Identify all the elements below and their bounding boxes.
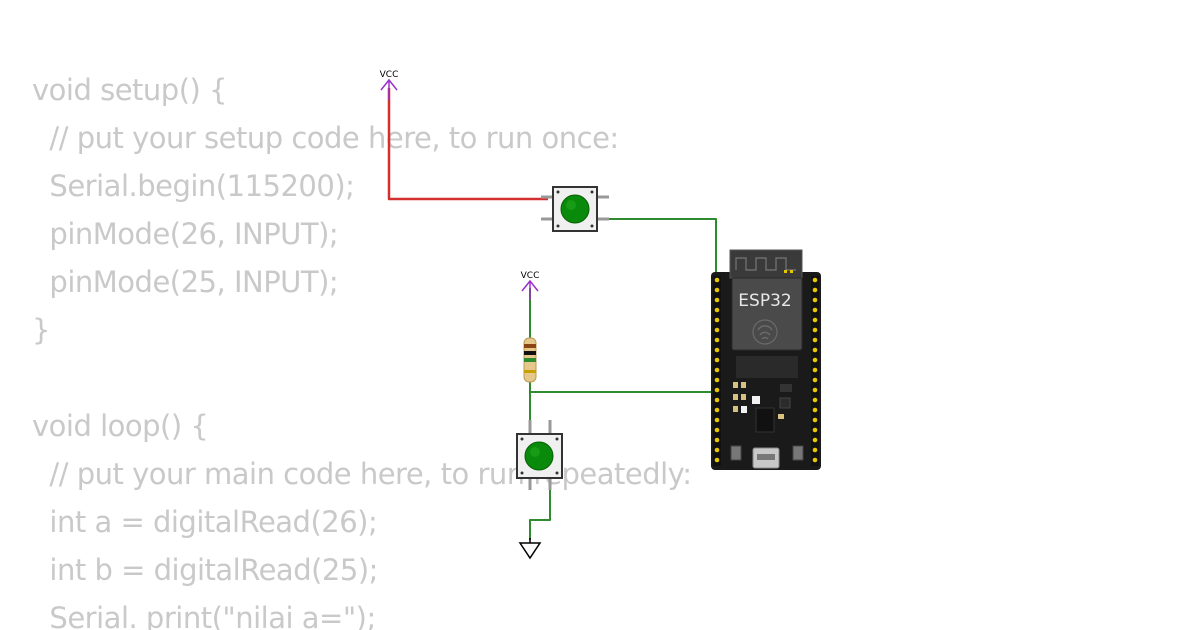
code-line-3[interactable]: Serial.begin(115200); <box>32 169 355 203</box>
esp32-module <box>731 277 803 351</box>
en-button[interactable] <box>730 445 742 461</box>
pushbutton-1[interactable] <box>541 186 609 232</box>
vcc-wire-top[interactable] <box>387 88 548 201</box>
vcc-mid-label: VCC <box>521 271 540 281</box>
vcc-arrow-icon <box>521 279 539 300</box>
button2-to-ground-wire[interactable] <box>529 478 551 540</box>
code-line-9[interactable]: // put your main code here, to run repea… <box>32 457 692 491</box>
code-line-12[interactable]: Serial. print("nilai a="); <box>32 601 376 630</box>
left-pin-header <box>713 276 721 466</box>
button1-to-esp32-wire[interactable] <box>602 218 717 280</box>
code-editor[interactable]: void setup() { // put your setup code he… <box>32 66 692 630</box>
esp32-label: ESP32 <box>738 291 791 311</box>
code-line-5[interactable]: pinMode(25, INPUT); <box>32 265 339 299</box>
code-line-4[interactable]: pinMode(26, INPUT); <box>32 217 339 251</box>
code-line-8[interactable]: void loop() { <box>32 409 209 443</box>
vcc-top[interactable]: VCC <box>380 70 399 100</box>
vcc-arrow-icon <box>380 78 398 100</box>
code-line-2[interactable]: // put your setup code here, to run once… <box>32 121 619 155</box>
ground-icon[interactable] <box>518 538 542 560</box>
right-pin-header <box>811 276 819 466</box>
boot-button[interactable] <box>792 445 804 461</box>
code-line-11[interactable]: int b = digitalRead(25); <box>32 553 378 587</box>
vcc-mid[interactable]: VCC <box>521 271 540 300</box>
pushbutton-2[interactable] <box>516 420 563 490</box>
code-line-1[interactable]: void setup() { <box>32 73 227 107</box>
code-line-10[interactable]: int a = digitalRead(26); <box>32 505 378 539</box>
pulldown-resistor[interactable] <box>523 337 537 383</box>
esp32-board[interactable]: ESP32 <box>711 249 821 470</box>
wifi-logo-icon <box>752 319 778 345</box>
vcc-top-label: VCC <box>380 70 399 80</box>
code-line-6[interactable]: } <box>32 313 50 347</box>
